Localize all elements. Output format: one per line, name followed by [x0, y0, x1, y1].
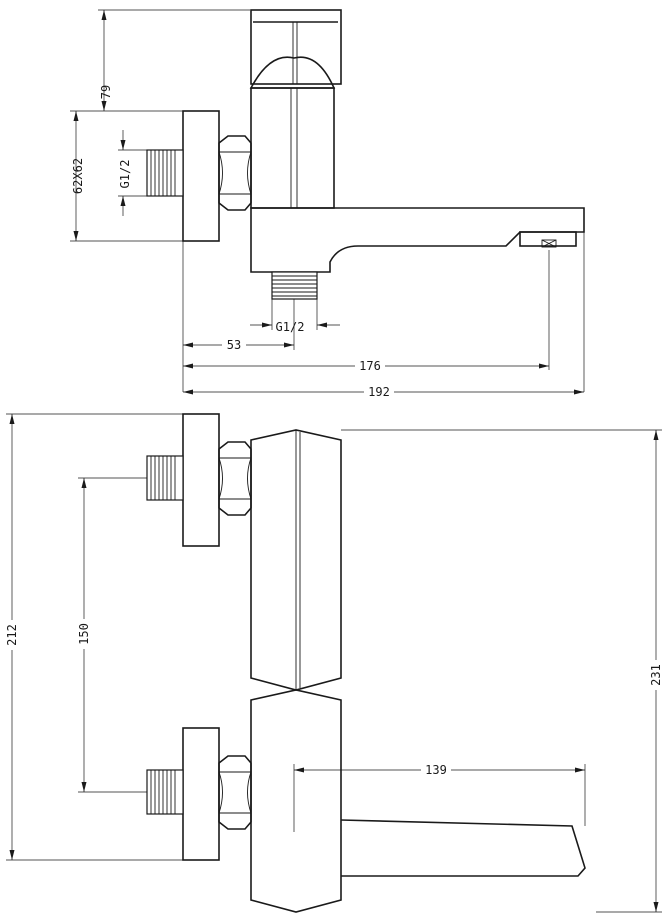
top-body	[250, 87, 335, 209]
dim-g12-left: G1/2	[118, 160, 132, 189]
front-lower-body	[250, 689, 342, 913]
dim-150: 150	[77, 623, 91, 645]
dim-192: 192	[368, 385, 390, 399]
front-upper-hex-nut	[218, 441, 252, 516]
top-outlet-thread-lines	[272, 275, 317, 297]
top-cartridge-cap	[249, 56, 336, 89]
dim-139: 139	[425, 763, 447, 777]
front-lower-hex-nut	[218, 755, 252, 830]
front-upper-flange	[182, 413, 220, 547]
dim-212: 212	[5, 624, 19, 646]
top-inlet-thread-lines	[150, 150, 176, 196]
front-lower-thread	[146, 769, 184, 815]
front-lower-flange	[182, 727, 220, 861]
top-outlet-thread	[271, 271, 318, 300]
front-spout	[340, 819, 586, 877]
dim-176: 176	[359, 359, 381, 373]
dim-53: 53	[227, 338, 241, 352]
top-lever-handle	[250, 9, 342, 85]
front-upper-thread	[146, 455, 184, 501]
front-view-dimensions: 212 150 231 139	[4, 413, 664, 913]
dim-g12-bottom: G1/2	[276, 320, 305, 334]
dim-79: 79	[99, 85, 113, 99]
top-inlet-thread	[146, 149, 184, 197]
front-view	[146, 413, 586, 913]
top-wall-flange	[182, 110, 220, 242]
dim-62x62: 62X62	[71, 158, 85, 194]
top-aerator	[519, 231, 577, 247]
top-hex-nut	[218, 135, 252, 211]
dim-231: 231	[649, 664, 663, 686]
top-view-dimensions: 79 62X62 G1/2 G1/2 53	[70, 9, 585, 399]
top-spout	[250, 207, 585, 273]
top-view	[146, 9, 585, 300]
